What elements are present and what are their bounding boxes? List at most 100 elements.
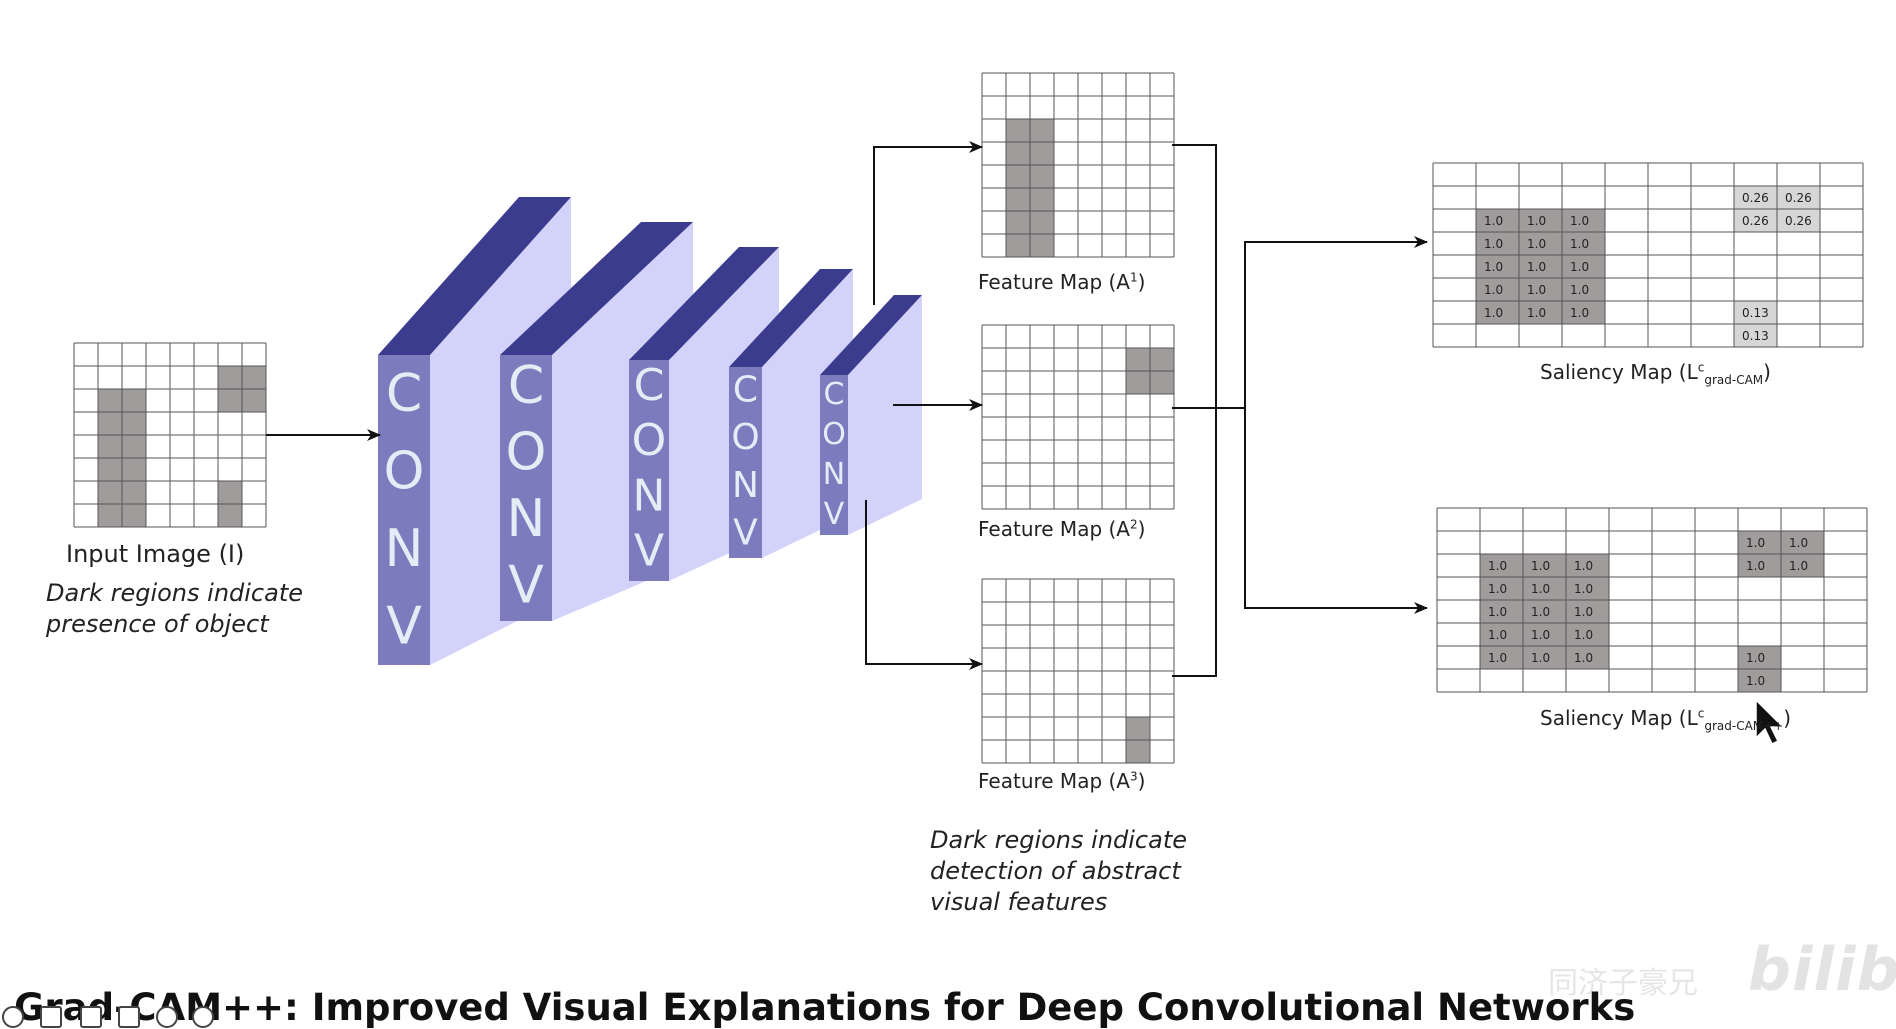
input-note-line-2: presence of object <box>46 610 269 638</box>
feature-map-dark-cell <box>1006 119 1030 142</box>
play-icon[interactable] <box>2 1006 24 1028</box>
feature-map-3-grid <box>981 578 1175 764</box>
saliency-1-sup: c <box>1697 360 1705 375</box>
bilibili-logo: bilibili <box>1748 935 1896 1005</box>
saliency-cell-value: 0.26 <box>1785 214 1812 228</box>
saliency-cell <box>1523 623 1566 646</box>
saliency-cell-value: 1.0 <box>1484 306 1503 320</box>
slide-title: Grad-CAM++: Improved Visual Explanations… <box>14 986 1636 1029</box>
saliency-cell <box>1566 577 1609 600</box>
input-dark-cell <box>122 458 146 481</box>
feature-note: Dark regions indicate detection of abstr… <box>930 825 1187 918</box>
saliency-cell-value: 1.0 <box>1574 651 1593 665</box>
saliency-cell <box>1476 255 1519 278</box>
saliency-cell-value: 1.0 <box>1488 559 1507 573</box>
mouse-cursor-icon <box>1755 698 1785 746</box>
saliency-cell <box>1519 301 1562 324</box>
saliency-cell <box>1562 255 1605 278</box>
feature-map-1-label: Feature Map (A1) <box>978 270 1145 294</box>
conv-letter: O <box>822 417 846 452</box>
input-dark-cell <box>218 389 242 412</box>
saliency-cell <box>1738 554 1781 577</box>
saliency-cell <box>1738 531 1781 554</box>
settings-icon[interactable] <box>192 1006 214 1028</box>
conv-letter: C <box>634 360 665 411</box>
saliency-cell <box>1519 255 1562 278</box>
saliency-cell-value: 1.0 <box>1574 559 1593 573</box>
feature-map-dark-cell <box>1126 371 1150 394</box>
saliency-cell-value: 1.0 <box>1488 582 1507 596</box>
input-dark-cell <box>98 481 122 504</box>
feature-map-1-sup: 1 <box>1129 270 1138 285</box>
input-note-line-1: Dark regions indicate <box>46 579 304 607</box>
feature-map-dark-cell <box>1030 211 1054 234</box>
conv-letter: O <box>384 441 425 501</box>
input-dark-cell <box>98 504 122 527</box>
saliency-cell-value: 1.0 <box>1570 306 1589 320</box>
arrow-to-saliency-1 <box>1244 236 1428 408</box>
feature-map-dark-cell <box>1126 717 1150 740</box>
saliency-cell-value: 1.0 <box>1527 283 1546 297</box>
saliency-map-gradcampp-grid: 1.0 1.0 1.0 1.0 1.0 1.0 1.0 1.0 1.0 1.0 1.0 1.0 1.0 1… <box>1436 507 1868 693</box>
feature-map-dark-cell <box>1030 234 1054 257</box>
arrow-to-saliency-2 <box>1244 408 1428 614</box>
feature-map-dark-cell <box>1030 188 1054 211</box>
saliency-2-suffix: ) <box>1783 706 1792 730</box>
saliency-cell <box>1738 669 1781 692</box>
saliency-cell-value: 1.0 <box>1570 214 1589 228</box>
saliency-cell <box>1480 554 1523 577</box>
saliency-cell-value: 0.26 <box>1785 191 1812 205</box>
saliency-cell <box>1480 623 1523 646</box>
more-icon[interactable] <box>156 1006 178 1028</box>
saliency-cell-value: 1.0 <box>1746 674 1765 688</box>
input-dark-cell <box>122 481 146 504</box>
input-dark-cell <box>122 435 146 458</box>
fullscreen-icon[interactable] <box>118 1006 140 1028</box>
saliency-cell-value: 1.0 <box>1789 559 1808 573</box>
saliency-cell-value: 1.0 <box>1746 651 1765 665</box>
feature-map-dark-cell <box>1006 142 1030 165</box>
input-dark-cell <box>122 389 146 412</box>
input-dark-cell <box>218 481 242 504</box>
conv-letter: V <box>824 497 845 532</box>
saliency-cell <box>1523 577 1566 600</box>
input-dark-cell <box>98 458 122 481</box>
saliency-cell-value: 1.0 <box>1531 582 1550 596</box>
saliency-cell <box>1734 186 1777 209</box>
saliency-cell <box>1777 186 1820 209</box>
saliency-cell-value: 1.0 <box>1746 559 1765 573</box>
saliency-cell-value: 1.0 <box>1531 651 1550 665</box>
saliency-cell <box>1781 554 1824 577</box>
conv-letter: C <box>733 369 758 410</box>
input-dark-cell <box>218 366 242 389</box>
saliency-cell <box>1476 209 1519 232</box>
conv-letter: C <box>824 377 845 412</box>
saliency-cell-value: 1.0 <box>1531 559 1550 573</box>
saliency-cell <box>1566 646 1609 669</box>
feature-map-1-suffix: ) <box>1137 270 1146 294</box>
saliency-cell <box>1523 646 1566 669</box>
pen-icon[interactable] <box>40 1006 62 1028</box>
saliency-cell <box>1523 554 1566 577</box>
saliency-cell-value: 1.0 <box>1527 306 1546 320</box>
saliency-cell-value: 1.0 <box>1574 628 1593 642</box>
input-image-grid <box>73 342 267 528</box>
conv-letter: N <box>633 470 666 521</box>
conv-letter: V <box>508 555 544 615</box>
saliency-cell <box>1480 646 1523 669</box>
saliency-cell <box>1519 232 1562 255</box>
saliency-cell <box>1566 600 1609 623</box>
saliency-cell-value: 1.0 <box>1570 283 1589 297</box>
subtitle-icon[interactable] <box>80 1006 102 1028</box>
conv-letter: V <box>733 513 758 554</box>
saliency-cell-value: 1.0 <box>1488 651 1507 665</box>
saliency-cell <box>1738 646 1781 669</box>
saliency-cell <box>1476 301 1519 324</box>
input-dark-cell <box>242 389 266 412</box>
saliency-cell-value: 1.0 <box>1527 260 1546 274</box>
input-dark-cell <box>242 366 266 389</box>
saliency-cell-value: 1.0 <box>1789 536 1808 550</box>
